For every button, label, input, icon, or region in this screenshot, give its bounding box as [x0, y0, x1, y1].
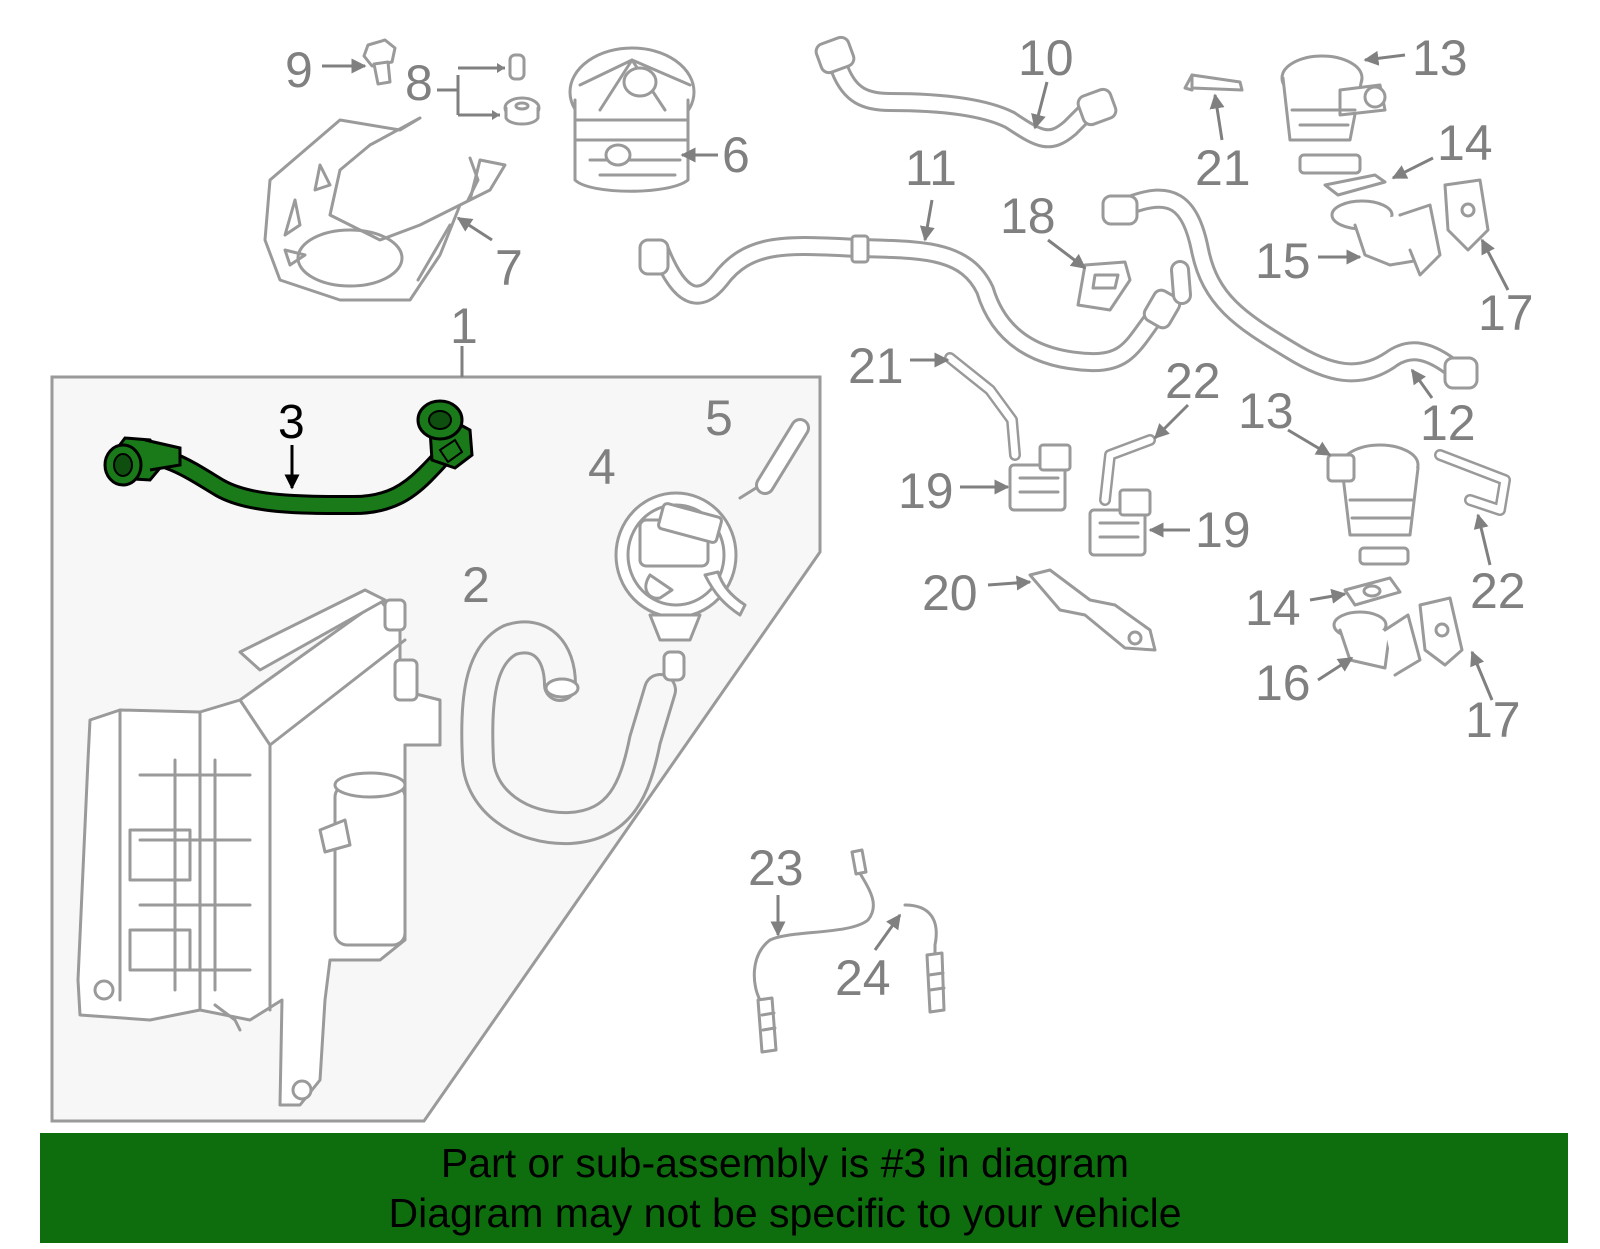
air-pump-6 — [568, 46, 696, 193]
purge-valve-4 — [614, 486, 758, 682]
hose-11 — [638, 234, 1182, 373]
callout-1: 1 — [450, 298, 478, 354]
gasket-14-lower — [1343, 576, 1402, 607]
oxygen-sensor-23 — [752, 848, 875, 1054]
callout-5: 5 — [705, 390, 733, 446]
callout-14-upper: 14 — [1437, 115, 1493, 171]
callout-15: 15 — [1255, 233, 1311, 289]
callout-23: 23 — [748, 840, 804, 896]
callout-16: 16 — [1255, 655, 1311, 711]
callout-6: 6 — [722, 127, 750, 183]
callout-2: 2 — [462, 557, 490, 613]
callout-17-upper: 17 — [1478, 285, 1534, 341]
oxygen-sensor-24 — [903, 903, 946, 1014]
callout-4: 4 — [588, 439, 616, 495]
plate-17-upper — [1443, 178, 1490, 252]
callout-19-left: 19 — [898, 463, 954, 519]
line-22-upper — [1099, 434, 1156, 506]
footer-line-1: Part or sub-assembly is #3 in diagram — [440, 1140, 1130, 1186]
valve-13-lower — [1326, 443, 1420, 566]
valve-13-upper — [1280, 54, 1387, 175]
callout-22-lower: 22 — [1470, 563, 1526, 619]
callout-20: 20 — [922, 565, 978, 621]
flange-15 — [1330, 199, 1442, 277]
line-21-lower — [944, 352, 1021, 461]
bolt-9 — [362, 38, 397, 86]
bracket-20 — [1028, 568, 1157, 652]
callout-21-lower: 21 — [848, 338, 904, 394]
line-21-upper — [1183, 73, 1244, 92]
callout-18: 18 — [1000, 188, 1056, 244]
callout-22-upper: 22 — [1165, 353, 1221, 409]
callout-9: 9 — [285, 42, 313, 98]
callout-21-upper: 21 — [1195, 140, 1251, 196]
callout-10: 10 — [1018, 30, 1074, 86]
callout-13-lower: 13 — [1238, 383, 1294, 439]
callout-8: 8 — [405, 55, 433, 111]
callout-17-lower: 17 — [1465, 692, 1521, 748]
callout-24: 24 — [835, 950, 891, 1006]
line-22-lower — [1434, 449, 1511, 516]
bracket-7 — [263, 116, 507, 302]
flange-16 — [1332, 610, 1422, 677]
hose-3-highlighted — [103, 399, 474, 516]
hose-12 — [1101, 188, 1479, 390]
sensor-18 — [1076, 260, 1132, 312]
callout-7: 7 — [495, 240, 523, 296]
callout-14-lower: 14 — [1245, 580, 1301, 636]
callout-11: 11 — [905, 140, 957, 196]
hose-5 — [755, 418, 810, 495]
gasket-14-upper — [1323, 173, 1387, 197]
hose-2 — [460, 620, 677, 846]
callout-19-right: 19 — [1195, 502, 1251, 558]
plate-17-lower — [1418, 596, 1464, 667]
footer-banner: Part or sub-assembly is #3 in diagram Di… — [40, 1133, 1568, 1243]
callout-3: 3 — [278, 396, 305, 449]
solenoid-19-left — [1008, 443, 1072, 512]
callout-13-upper: 13 — [1412, 30, 1468, 86]
hose-10 — [814, 35, 1118, 149]
solenoid-19-right — [1088, 488, 1152, 557]
callout-12: 12 — [1420, 395, 1476, 451]
grommet-8 — [503, 53, 541, 126]
charcoal-canister — [76, 588, 442, 1107]
footer-line-2: Diagram may not be specific to your vehi… — [388, 1190, 1182, 1236]
